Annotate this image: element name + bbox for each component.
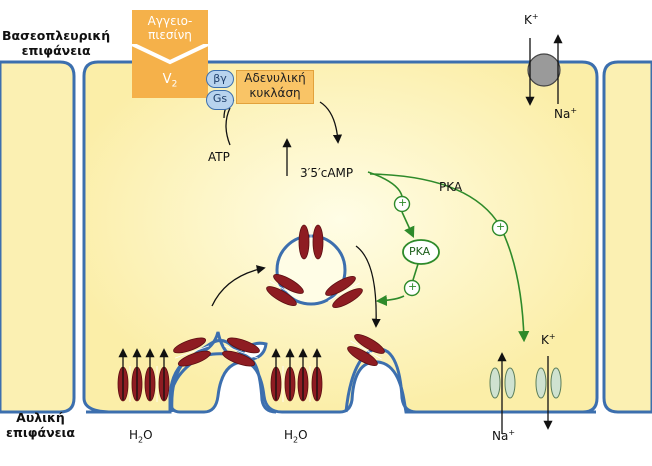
plus-circle-3 [491, 219, 509, 237]
pka-free-label: PKA [439, 180, 463, 194]
atp-label: ATP [208, 150, 230, 164]
plus-to-pka [401, 211, 415, 239]
right-neighbor-cell [602, 60, 652, 414]
camp-production-arrow [319, 101, 343, 144]
g-beta-gamma: βγ [206, 70, 234, 88]
h2o-left-label: H2O [129, 428, 153, 445]
aquaporin-mid-1 [270, 365, 296, 403]
receptor-label: V2 [162, 72, 178, 90]
vasopressin-label: Αγγειο-πιεσίνη [147, 14, 193, 42]
plus-to-vesicle [375, 294, 405, 307]
na-top-label: Na+ [554, 106, 578, 121]
vesicle-aquaporin-top [298, 223, 324, 261]
k-bottom-label: K+ [541, 332, 556, 347]
exocytosis-arrow [355, 245, 381, 328]
plus-sign-3: + [496, 220, 506, 233]
camp-label: 3′5′cAMP [300, 166, 354, 180]
h2o-mid-label: H2O [284, 428, 308, 445]
pka-circle [402, 239, 440, 265]
na-k-atpase-icon [525, 34, 563, 106]
water-flow-arrows [118, 348, 322, 400]
aquaporin-mid-2 [297, 365, 323, 403]
plus-circle-1 [393, 195, 411, 213]
receptor-notch [132, 44, 208, 65]
v2-receptor: Αγγειο-πιεσίνη V2 [132, 10, 208, 98]
endocytosis-arrow [211, 265, 266, 307]
k-top-label: K+ [524, 12, 539, 27]
pka-to-plus-2 [412, 263, 419, 281]
aquaporin-left-2 [144, 365, 170, 403]
romk-channel [535, 356, 562, 430]
enac-channel [489, 352, 516, 434]
main-cell-membrane [82, 60, 599, 414]
plus-sign-1: + [398, 196, 408, 209]
plus-sign-2: + [408, 280, 418, 293]
plus-circle-2 [403, 279, 421, 297]
na-bottom-label: Na+ [492, 428, 516, 443]
g-alpha-s: Gs [206, 90, 234, 110]
aquaporin-left-1 [117, 365, 143, 403]
left-neighbor-cell [0, 60, 76, 414]
pka-circle-label: PKA [409, 245, 431, 258]
